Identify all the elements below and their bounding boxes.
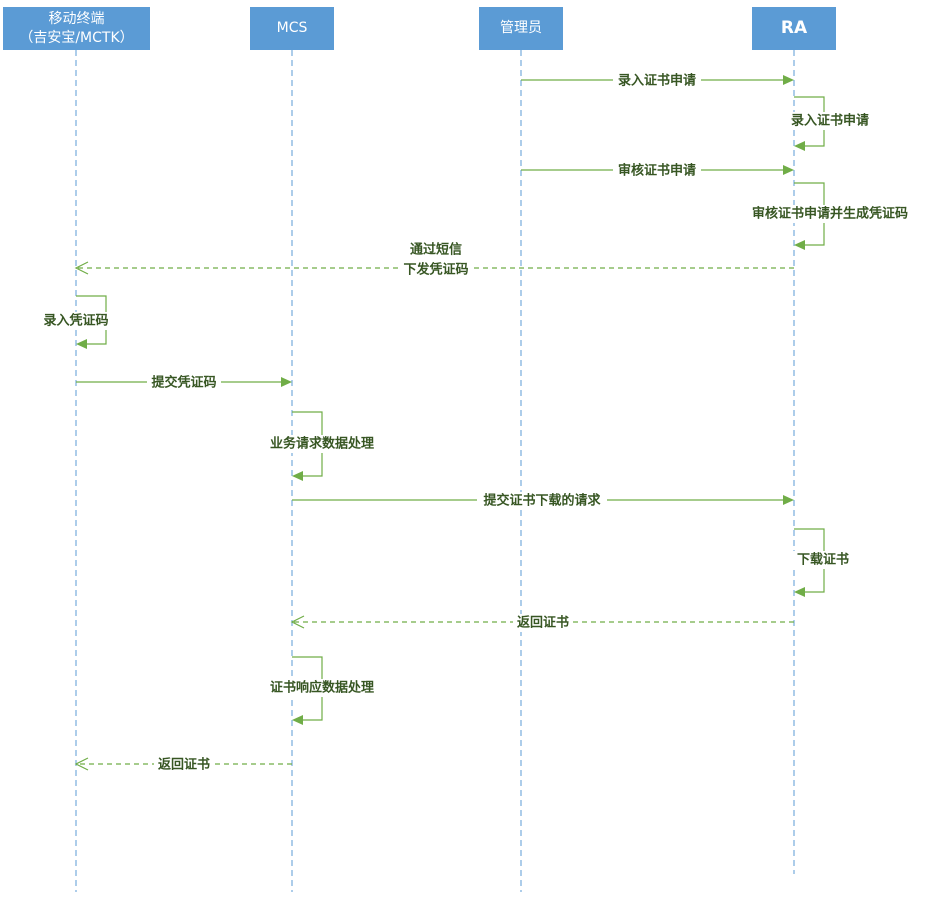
message-m8-arrowhead <box>292 471 303 481</box>
message-m7-label-bg <box>147 374 221 392</box>
message-m1-label: 录入证书申请 <box>618 73 696 89</box>
message-m10-label: 下载证书 <box>797 552 849 568</box>
message-m9-label-bg <box>477 492 607 510</box>
message-m8-label: 业务请求数据处理 <box>270 436 374 452</box>
message-m2-label-bg <box>786 112 874 130</box>
message-m12-label-bg <box>264 679 380 697</box>
message-m6-label: 录入凭证码 <box>43 313 108 329</box>
message-m11-label: 返回证书 <box>517 615 569 631</box>
actor-mcs-title: MCS <box>276 20 308 36</box>
message-m5-arrowhead <box>74 261 89 275</box>
actor-mobile: 移动终端 （吉安宝/MCTK） <box>3 7 150 50</box>
message-m5-label-line-2: 下发凭证码 <box>403 262 468 278</box>
message-m11-arrowhead <box>290 615 305 629</box>
message-m9-label: 提交证书下载的请求 <box>483 493 601 509</box>
message-m10-arrowhead <box>794 587 805 597</box>
message-m2-label: 录入证书申请 <box>791 113 869 129</box>
message-m13-label: 返回证书 <box>158 757 210 773</box>
actor-mobile-subtitle: （吉安宝/MCTK） <box>19 29 134 46</box>
message-m1-label-bg <box>613 72 701 90</box>
message-m3-label: 审核证书申请 <box>618 163 696 179</box>
actor-admin-title: 管理员 <box>500 20 542 36</box>
message-m12-arrowhead <box>292 715 303 725</box>
message-m3-label-bg <box>613 162 701 180</box>
actor-ra: RA <box>752 7 836 50</box>
message-m3-arrowhead <box>783 165 794 175</box>
actor-mcs: MCS <box>250 7 334 50</box>
actor-ra-title: RA <box>780 18 808 38</box>
actor-admin: 管理员 <box>479 7 563 50</box>
message-m12-label: 证书响应数据处理 <box>270 680 374 696</box>
message-m8-label-bg <box>264 435 380 453</box>
message-m2-arrowhead <box>794 141 805 151</box>
actor-mobile-title: 移动终端 <box>48 10 105 27</box>
message-m5-label-line-1: 通过短信 <box>410 242 462 258</box>
message-m4-arrowhead <box>794 240 805 250</box>
message-m7-arrowhead <box>281 377 292 387</box>
message-m6-arrowhead <box>76 339 87 349</box>
message-m6-label-bg <box>39 312 113 330</box>
message-m5-label-bg <box>399 239 473 281</box>
message-m10-label-bg <box>793 551 853 569</box>
message-m1-arrowhead <box>783 75 794 85</box>
message-m11-label-bg <box>513 614 573 632</box>
message-m4-label-bg <box>744 205 916 223</box>
message-m7-label: 提交凭证码 <box>151 375 216 391</box>
message-m4-label: 审核证书申请并生成凭证码 <box>752 206 908 222</box>
message-m13-label-bg <box>154 756 214 774</box>
message-m13-arrowhead <box>74 757 89 771</box>
message-m9-arrowhead <box>783 495 794 505</box>
